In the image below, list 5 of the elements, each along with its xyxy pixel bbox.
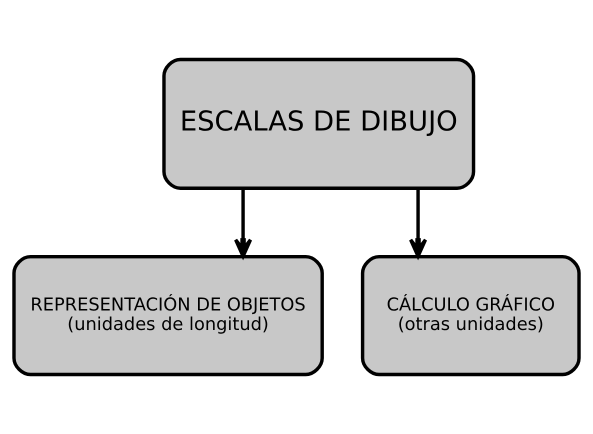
node-box: ESCALAS DE DIBUJO — [162, 58, 476, 190]
arrow — [408, 188, 428, 258]
arrow — [234, 188, 252, 258]
node-box: CÁLCULO GRÁFICO (otras unidades) — [360, 255, 581, 376]
node-box: REPRESENTACIÓN DE OBJETOS (unidades de longitud) — [12, 255, 324, 376]
